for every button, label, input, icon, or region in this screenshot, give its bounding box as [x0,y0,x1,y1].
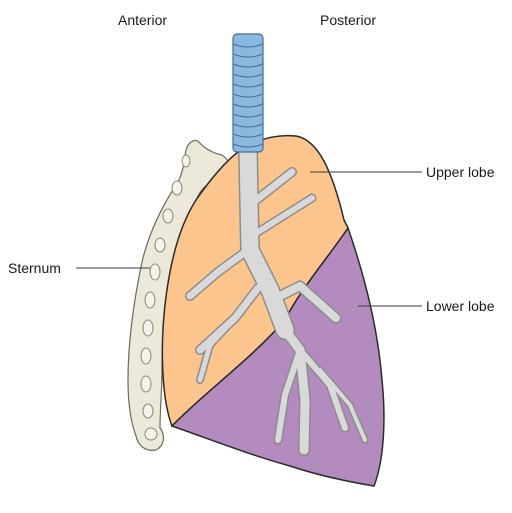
anterior-label: Anterior [118,12,167,28]
upper-lobe-label: Upper lobe [426,164,495,180]
lower-lobe-label: Lower lobe [426,298,495,314]
sternum-label: Sternum [8,260,61,276]
trachea [233,34,263,152]
posterior-label: Posterior [320,12,376,28]
